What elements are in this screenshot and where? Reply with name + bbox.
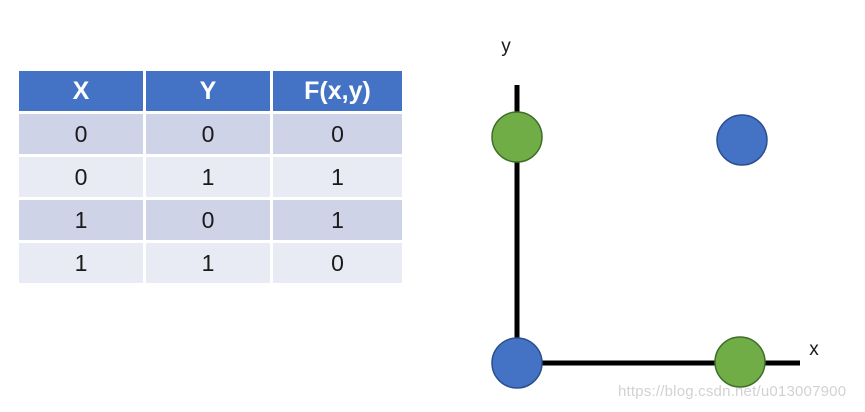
table-header: X Y F(x,y) <box>19 71 402 111</box>
watermark-text: https://blog.csdn.net/u013007900 <box>618 383 847 400</box>
data-point-1-1 <box>716 114 768 166</box>
cell-x: 1 <box>19 243 143 283</box>
x-axis-label: x <box>809 339 819 360</box>
cell-f: 1 <box>273 200 402 240</box>
table-row: 1 0 1 <box>19 200 402 240</box>
data-point-0-1 <box>491 111 543 163</box>
cell-x: 1 <box>19 200 143 240</box>
table-row: 1 1 0 <box>19 243 402 283</box>
data-point-0-0 <box>491 337 543 389</box>
cell-f: 1 <box>273 157 402 197</box>
cell-f: 0 <box>273 243 402 283</box>
xor-truth-table: X Y F(x,y) 0 0 0 0 1 1 1 0 1 1 1 0 <box>16 68 405 286</box>
cell-x: 0 <box>19 114 143 154</box>
table-body: 0 0 0 0 1 1 1 0 1 1 1 0 <box>19 114 402 283</box>
cell-f: 0 <box>273 114 402 154</box>
column-header-y: Y <box>146 71 270 111</box>
xor-linear-separability-plot: y x <box>440 0 865 412</box>
cell-y: 0 <box>146 114 270 154</box>
data-point-1-0 <box>714 336 766 388</box>
cell-x: 0 <box>19 157 143 197</box>
column-header-fxy: F(x,y) <box>273 71 402 111</box>
table-header-row: X Y F(x,y) <box>19 71 402 111</box>
cell-y: 1 <box>146 157 270 197</box>
cell-y: 1 <box>146 243 270 283</box>
table-row: 0 1 1 <box>19 157 402 197</box>
column-header-x: X <box>19 71 143 111</box>
table-row: 0 0 0 <box>19 114 402 154</box>
y-axis-label: y <box>501 36 511 57</box>
cell-y: 0 <box>146 200 270 240</box>
